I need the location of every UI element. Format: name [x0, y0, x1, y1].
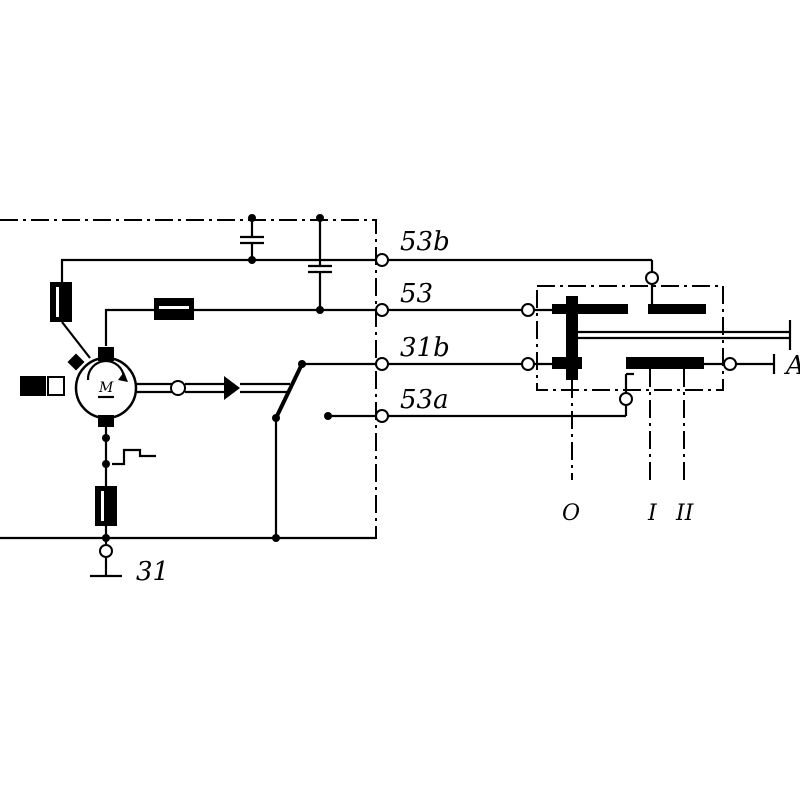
- edge-label-a: A: [784, 351, 800, 381]
- ground-path-31: [0, 427, 376, 578]
- label-53a: 53a: [400, 385, 449, 415]
- motor-label: M: [98, 380, 114, 396]
- switch-housing-boundary: [536, 285, 724, 391]
- park-contact-symbol: [20, 376, 46, 396]
- wiper-switch-contacts: [552, 296, 792, 380]
- terminal-31b: [375, 357, 389, 371]
- field-coil-53b: [50, 282, 72, 322]
- label-53b: 53b: [400, 227, 450, 257]
- suppression-capacitors: [240, 214, 332, 314]
- label-31: 31: [136, 557, 169, 587]
- motor-shaft: [136, 376, 290, 400]
- switch-position-1: I: [647, 501, 658, 526]
- terminal-53b: [375, 253, 389, 267]
- switch-position-2: II: [675, 501, 695, 526]
- switch-position-0: O: [562, 501, 580, 526]
- switch-position-lines: [571, 369, 685, 480]
- wire-53a: [324, 372, 634, 420]
- label-53: 53: [400, 279, 433, 309]
- park-switch: [272, 360, 306, 542]
- switch-terminal-31b: [521, 357, 535, 371]
- wiper-motor: M: [67, 347, 138, 427]
- terminal-53: [375, 303, 389, 317]
- terminal-53a: [375, 409, 389, 423]
- switch-terminal-53: [521, 303, 535, 317]
- label-31b: 31b: [400, 333, 450, 363]
